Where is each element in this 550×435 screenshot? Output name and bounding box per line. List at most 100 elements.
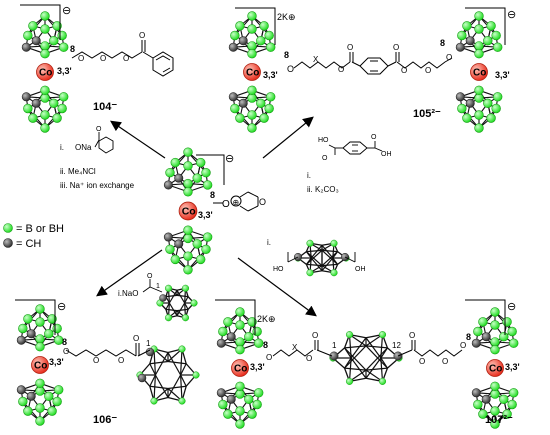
boron-vertex	[35, 334, 45, 344]
boron-vertex	[378, 377, 387, 385]
boron-vertex	[474, 11, 484, 21]
boron-vertex	[235, 419, 245, 429]
carbon-vertex	[481, 394, 491, 404]
cage-bond	[149, 360, 169, 365]
boron-vertex	[196, 254, 206, 265]
boron-legend-label: = B or BH	[16, 223, 64, 235]
boron-vertex	[202, 180, 213, 190]
benzoate-ring: O	[94, 126, 114, 154]
carborane-c12-label: 12	[392, 341, 401, 350]
lower-dicarbollide-cage	[21, 85, 69, 133]
boron-vertex	[35, 304, 45, 314]
svg-text:O: O	[312, 331, 318, 340]
upper-dicarbollide-cage	[471, 307, 519, 355]
cage-bond	[321, 249, 338, 253]
cage-bond	[348, 334, 352, 359]
boron-vertex	[183, 225, 193, 235]
svg-text:O: O	[123, 54, 129, 63]
cobalt-position-label-right: 3,3'	[495, 70, 510, 80]
boron-vertex	[266, 42, 276, 52]
linker-x-label: X	[313, 55, 319, 64]
boron-vertex	[183, 265, 193, 275]
svg-text:O: O	[118, 356, 124, 365]
p106-cobaltabisdicarbollide: Co	[16, 304, 64, 426]
boron-vertex	[49, 98, 59, 109]
boron-vertex	[35, 416, 45, 426]
boron-vertex	[35, 378, 45, 388]
carbon-vertex	[21, 42, 31, 52]
product-107: 2K⊕ 8 3,3' ⊖ 8 3,3' O X O O O O O O 1 12	[215, 299, 520, 426]
boron-vertex	[44, 329, 54, 339]
cobalt-label: Co	[489, 364, 502, 375]
carbon-vertex	[16, 385, 26, 395]
cage-bond	[365, 367, 388, 371]
cage-bond	[365, 345, 388, 369]
boron-vertex	[230, 103, 240, 114]
boron-vertex	[474, 24, 484, 34]
svg-text:O: O	[78, 54, 84, 63]
charge-symbol: ⊖	[225, 153, 234, 165]
lower-dicarbollide-cage	[16, 378, 64, 426]
boron-vertex	[52, 396, 62, 407]
boron-vertex	[35, 317, 45, 327]
boron-vertex	[23, 314, 33, 324]
charge-bracket	[20, 4, 61, 40]
boron-vertex	[235, 21, 245, 31]
cobalt-position-label: 3,3'	[49, 357, 64, 367]
boron-vertex	[58, 92, 69, 102]
boron-vertex	[40, 123, 50, 133]
linker-x-label: X	[292, 343, 298, 352]
cage-bond	[180, 363, 187, 376]
reagent-c1-label: 1	[156, 283, 160, 290]
carbon-vertex	[31, 98, 41, 108]
cage-bond	[168, 302, 178, 317]
boron-vertex	[235, 337, 245, 347]
boron-vertex	[256, 35, 266, 46]
position-8-label: 8	[210, 190, 215, 200]
dioxane-ring: O ⊕ O	[213, 191, 266, 212]
boron-vertex	[170, 254, 180, 265]
svg-text:O: O	[338, 65, 344, 74]
start-cobaltabisdicarbollide: Co	[163, 147, 213, 275]
boron-vertex	[502, 409, 512, 419]
cage-bond	[180, 348, 183, 376]
cage-bond	[180, 374, 187, 387]
boron-vertex	[490, 406, 500, 416]
boron-vertex	[462, 21, 472, 31]
svg-text:O: O	[460, 341, 466, 350]
boron-vertex	[53, 385, 64, 395]
upper-dicarbollide-cage	[228, 11, 276, 59]
compound-label-104: 104⁻	[93, 101, 117, 113]
cage-bond	[321, 257, 334, 272]
condition-104-step-2: ii. Me₄NCl	[60, 167, 96, 176]
svg-text:O: O	[393, 43, 399, 52]
cage-bond	[167, 385, 187, 390]
cobalt-atom	[178, 201, 198, 221]
lower-dicarbollide-cage	[163, 225, 213, 275]
boron-vertex	[490, 345, 500, 355]
boron-vertex	[478, 409, 488, 419]
boron-vertex	[490, 337, 500, 347]
boron-vertex	[235, 320, 245, 330]
boron-vertex	[378, 331, 387, 339]
compound-label-105: 105²⁻	[413, 108, 441, 120]
carbon-vertex	[226, 394, 236, 404]
cage-bond	[310, 257, 323, 272]
p107-para-carborane	[329, 331, 403, 385]
boron-vertex	[247, 110, 257, 120]
boron-vertex	[247, 85, 257, 96]
boron-vertex	[254, 338, 264, 348]
carbon-vertex	[31, 36, 41, 46]
cobalt-position-label-right: 3,3'	[505, 362, 520, 372]
cobalt-atom	[31, 356, 49, 374]
cage-bond	[306, 249, 323, 265]
boron-vertex	[218, 326, 228, 337]
cage-bond	[176, 308, 189, 312]
boron-vertex	[490, 320, 500, 330]
carbon-vertex	[159, 294, 167, 302]
upper-dicarbollide-cage	[216, 307, 264, 355]
boron-vertex	[40, 11, 50, 21]
svg-text:O: O	[63, 347, 69, 356]
condition-104-step-1: i.	[60, 143, 64, 152]
boron-vertex	[47, 406, 57, 416]
